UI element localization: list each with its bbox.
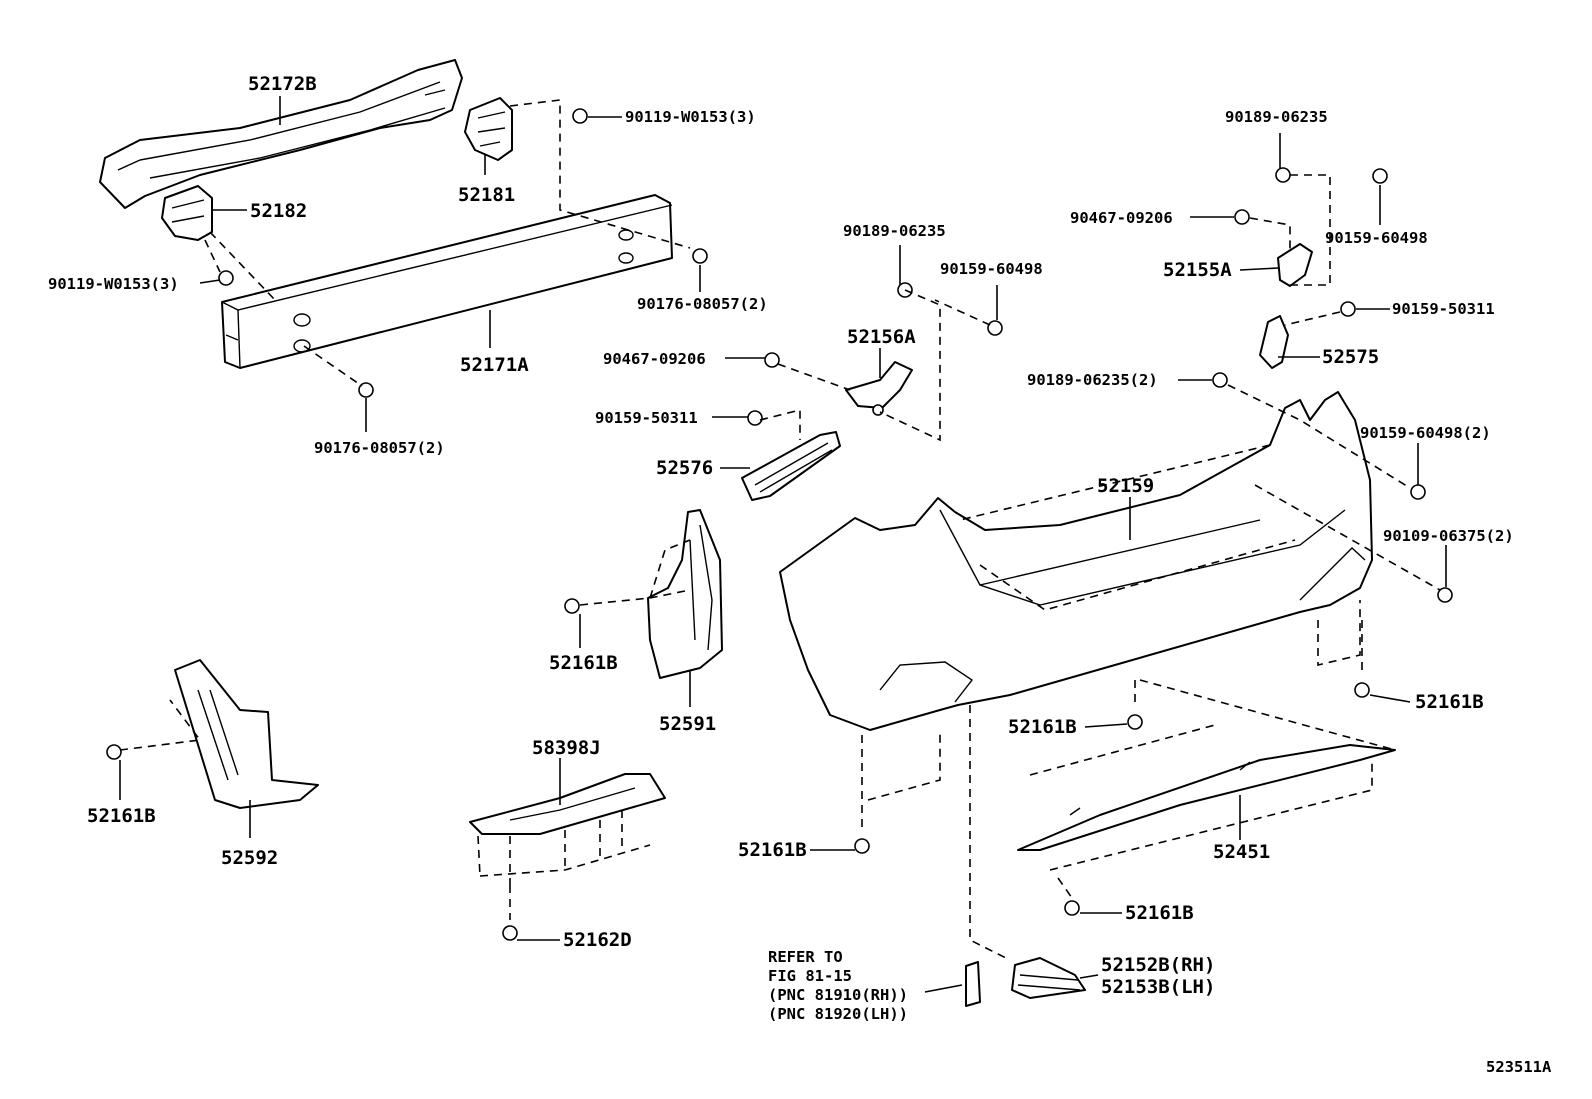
refer-line-2: FIG 81-15 — [768, 967, 852, 985]
part-52159-bumper-cover — [779, 391, 1373, 731]
label-90119-top: 90119-W0153(3) — [625, 108, 756, 126]
part-labels: 52172B 90119-W0153(3) 52181 52182 90119-… — [48, 73, 1552, 1076]
label-52161b-a: 52161B — [549, 652, 618, 674]
label-90109: 90109-06375(2) — [1383, 527, 1514, 545]
part-52451-spoiler — [1017, 744, 1396, 851]
part-reflector-ref — [965, 961, 981, 1007]
label-90119-left: 90119-W0153(3) — [48, 275, 179, 293]
figure-id: 523511A — [1486, 1058, 1552, 1076]
label-52172b: 52172B — [248, 73, 317, 95]
part-52171a-beam — [221, 194, 673, 369]
label-52181: 52181 — [458, 184, 515, 206]
label-90159-60498-2: 90159-60498(2) — [1360, 424, 1491, 442]
part-52181-bracket — [464, 97, 513, 161]
label-52161b-b: 52161B — [1415, 691, 1484, 713]
label-90159-50311-right: 90159-50311 — [1392, 300, 1495, 318]
assembly-lines — [119, 99, 1441, 961]
part-52575-retainer — [1259, 315, 1289, 369]
label-52591: 52591 — [659, 713, 716, 735]
label-58398j: 58398J — [532, 737, 601, 759]
part-52182-bracket — [161, 185, 213, 241]
leader-lines — [119, 96, 1447, 993]
part-52576-retainer — [741, 431, 841, 501]
label-52152b: 52152B(RH) — [1101, 954, 1215, 976]
label-52161b-c: 52161B — [1008, 716, 1077, 738]
label-52171a: 52171A — [460, 354, 529, 376]
label-52162d: 52162D — [563, 929, 632, 951]
label-52576: 52576 — [656, 457, 713, 479]
label-90176-right: 90176-08057(2) — [637, 295, 768, 313]
part-58398j-cover — [469, 773, 666, 885]
label-90189-mid: 90189-06235 — [843, 222, 946, 240]
part-52172b-reinforcement — [99, 59, 463, 209]
label-52156a: 52156A — [847, 326, 916, 348]
label-52155a: 52155A — [1163, 259, 1232, 281]
label-90176-bottom: 90176-08057(2) — [314, 439, 445, 457]
label-90159-50311-mid: 90159-50311 — [595, 409, 698, 427]
label-90189-2: 90189-06235(2) — [1027, 371, 1158, 389]
part-52155a-bracket — [1277, 243, 1313, 287]
label-52575: 52575 — [1322, 346, 1379, 368]
part-52592-retainer — [174, 659, 319, 809]
refer-line-3: (PNC 81910(RH)) — [768, 986, 908, 1004]
part-52152b-cover — [1011, 957, 1086, 999]
label-52159: 52159 — [1097, 475, 1154, 497]
label-90189-top: 90189-06235 — [1225, 108, 1328, 126]
refer-line-4: (PNC 81920(LH)) — [768, 1005, 908, 1023]
label-90467-mid: 90467-09206 — [603, 350, 706, 368]
label-52592: 52592 — [221, 847, 278, 869]
refer-line-1: REFER TO — [768, 948, 843, 966]
label-52161b-e: 52161B — [738, 839, 807, 861]
fasteners — [106, 108, 1453, 941]
label-90159-60498-mid: 90159-60498 — [940, 260, 1043, 278]
label-52161b-d: 52161B — [87, 805, 156, 827]
label-52161b-f: 52161B — [1125, 902, 1194, 924]
part-52156a-bracket — [845, 361, 913, 416]
part-52591-retainer — [647, 509, 723, 679]
label-52451: 52451 — [1213, 841, 1270, 863]
label-90467-top: 90467-09206 — [1070, 209, 1173, 227]
label-90159-60498-top: 90159-60498 — [1325, 229, 1428, 247]
label-52182: 52182 — [250, 200, 307, 222]
label-52153b: 52153B(LH) — [1101, 976, 1215, 998]
